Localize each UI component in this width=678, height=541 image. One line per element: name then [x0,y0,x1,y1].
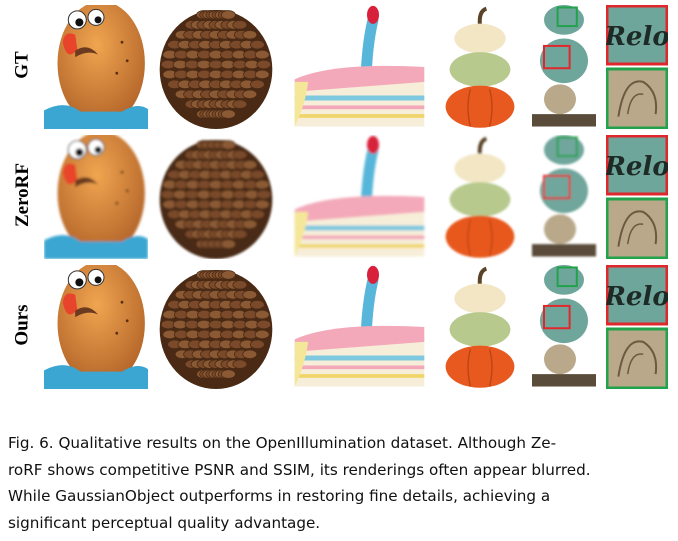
image-ours-crops: Relo [606,265,668,389]
image-ours-cake [292,265,427,389]
image-ours-potato [44,265,148,389]
caption-line-3: While GaussianObject outperforms in rest… [8,487,551,505]
image-zerorf-stone [524,135,604,259]
image-gt-potato [44,5,148,129]
image-gt-cake [292,5,427,129]
image-ours-cone [152,265,280,389]
caption-line-4: significant perceptual quality advantage… [8,513,321,532]
image-zerorf-cake [292,135,427,259]
row-label-gt: GT [12,51,34,79]
row-label-zerorf: ZeroRF [12,162,33,228]
image-gt-crops: Relo [606,5,668,129]
image-zerorf-cone [152,135,280,259]
qualitative-comparison-figure: GT ZeroRF Ours Relo [12,5,668,389]
image-zerorf-potato [44,135,148,259]
svg-text:Relo: Relo [606,22,668,52]
image-gt-stone [524,5,604,129]
caption-line-1: Fig. 6. Qualitative results on the OpenI… [8,434,557,452]
image-ours-pumpkins [440,265,520,389]
image-gt-cone [152,5,280,129]
svg-text:Relo: Relo [606,282,668,312]
image-zerorf-crops: Relo [606,135,668,259]
caption-line-2: roRF shows competitive PSNR and SSIM, it… [8,460,591,479]
row-label-ours: Ours [12,304,33,346]
image-zerorf-pumpkins [440,135,520,259]
figure-caption: Fig. 6. Qualitative results on the OpenI… [8,430,672,536]
image-gt-pumpkins [440,5,520,129]
svg-text:Relo: Relo [606,152,668,182]
image-ours-stone [524,265,604,389]
